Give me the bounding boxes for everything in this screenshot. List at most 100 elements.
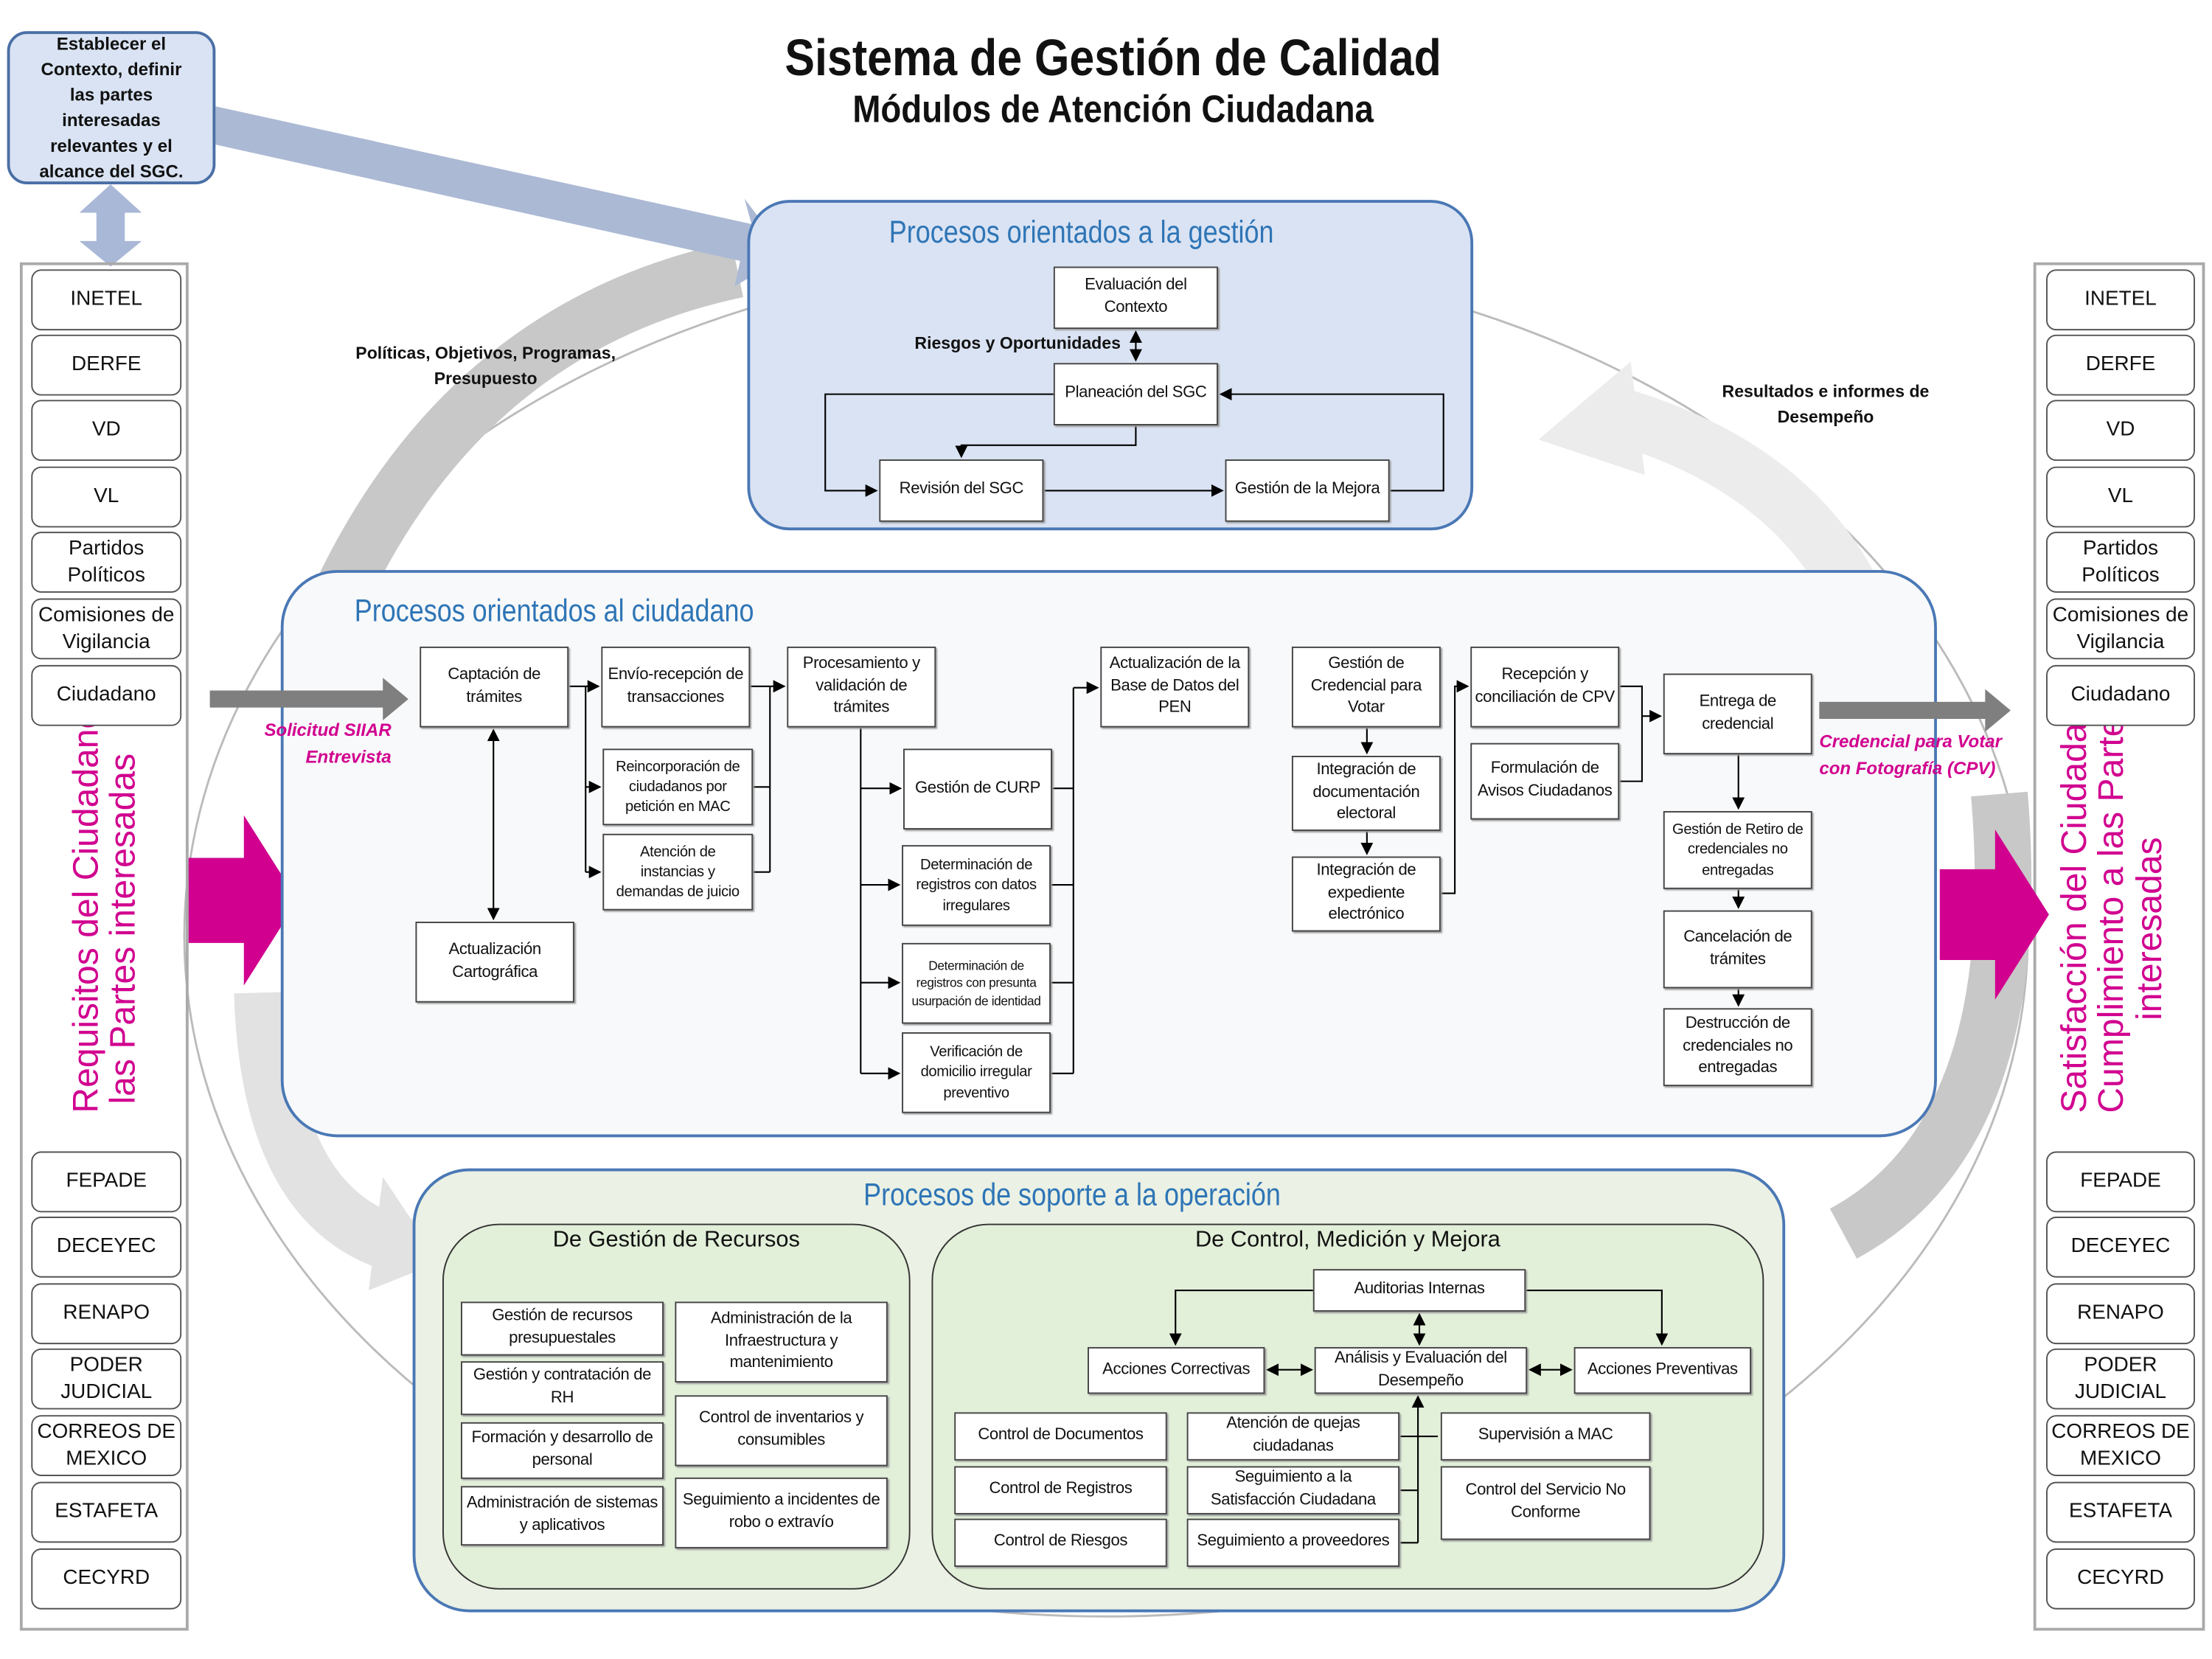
stakeholder-left: Ciudadano [31,664,182,726]
stakeholder-left: INETEL [31,269,182,331]
context-box: Establecer el Contexto, definir las part… [7,31,216,185]
gestion-title: Procesos orientados a la gestión [888,214,1274,250]
stakeholder-left: ESTAFETA [31,1481,182,1543]
gestion-process-box: Evaluación del Contexto [1053,266,1218,330]
double-arrow-icon [79,184,142,267]
ciudadano-process-box: Gestión de Retiro de credenciales no ent… [1663,811,1812,889]
resultados-label: Resultados e informes de Desempeño [1722,381,1930,427]
stakeholder-right: FEPADE [2046,1151,2195,1213]
ciudadano-process-box: Determinación de registros con presunta … [902,942,1051,1024]
control-process-box: Seguimiento a la Satisfacción Ciudadana [1186,1466,1400,1514]
ciudadano-process-box: Cancelación de trámites [1663,910,1812,989]
connector-arrow [1219,388,1444,492]
recursos-process-box: Gestión de recursos presupuestales [461,1301,664,1356]
ciudadano-process-box: Integración de expediente electrónico [1291,856,1441,932]
stakeholder-right: RENAPO [2046,1283,2195,1345]
stakeholder-right: CORREOS DE MEXICO [2046,1415,2195,1476]
ciudadano-process-box: Captación de trámites [420,646,569,728]
control-process-box: Seguimiento a proveedores [1186,1518,1400,1568]
ciudadano-process-box: Procesamiento y validación de trámites [787,646,936,728]
stakeholder-left: Comisiones de Vigilancia [31,598,182,660]
control-title: De Control, Medición y Mejora [1194,1228,1500,1253]
ciudadano-process-box: Gestión de CURP [903,748,1052,830]
ciudadano-process-box: Destrucción de credenciales no entregada… [1663,1008,1812,1087]
page-title: Sistema de Gestión de Calidad [785,28,1441,87]
control-process-box: Atención de quejas ciudadanas [1186,1412,1400,1461]
left-stakeholders-panel [19,262,189,1631]
stakeholder-right: DERFE [2046,334,2195,396]
control-process-box: Análisis y Evaluación del Desempeño [1314,1346,1528,1394]
ciudadano-process-box: Recepción y conciliación de CPV [1470,646,1620,728]
politicas-label: Políticas, Objetivos, Programas, Presupu… [355,343,616,389]
stakeholder-left: VD [31,400,182,462]
control-process-box: Control del Servicio No Conforme [1440,1466,1651,1540]
soporte-title: Procesos de soporte a la operación [863,1177,1281,1213]
input-flow-arrow [209,678,408,720]
output-arrow [1939,830,2049,1000]
ciudadano-process-box: Determinación de registros con datos irr… [902,845,1051,926]
control-process-box: Auditorias Internas [1312,1269,1526,1312]
control-process-box: Control de Documentos [954,1412,1167,1461]
input-arrow [188,815,298,986]
stakeholder-right: PODER JUDICIAL [2046,1348,2195,1410]
stakeholder-right: CECYRD [2046,1548,2195,1610]
stakeholder-right: DECEYEC [2046,1217,2195,1278]
stakeholder-right: ESTAFETA [2046,1481,2195,1543]
cycle-arrow-left-top [314,241,743,608]
gestion-process-box: Gestión de la Mejora [1225,459,1390,522]
output-flow-arrow [1819,689,2011,732]
ciudadano-title: Procesos orientados al ciudadano [354,592,754,628]
recursos-process-box: Administración de sistemas y aplicativos [461,1486,664,1546]
connector-arrow [1619,685,1644,782]
gestion-process-box: Revisión del SGC [879,459,1044,522]
connector-arrow [1526,1289,1669,1346]
stakeholder-left: Partidos Políticos [31,532,182,593]
connector-arrow [955,425,1137,459]
stakeholder-right: Ciudadano [2046,664,2195,726]
stakeholder-left: DERFE [31,334,182,396]
stakeholder-right: Comisiones de Vigilancia [2046,598,2195,660]
gestion-process-box: Planeación del SGC [1053,363,1218,425]
recursos-process-box: Control de inventarios y consumibles [675,1395,888,1467]
page-subtitle: Módulos de Atención Ciudadana [852,88,1374,131]
stakeholder-right: VD [2046,400,2195,462]
recursos-process-box: Administración de la Infraestructura y m… [675,1301,888,1383]
stakeholder-right: VL [2046,466,2195,528]
control-process-box: Supervisión a MAC [1440,1412,1651,1461]
ciudadano-process-box: Gestión de Credencial para Votar [1291,646,1441,728]
connector-arrow [824,393,1054,497]
control-process-box: Acciones Correctivas [1088,1346,1265,1394]
stakeholder-left: PODER JUDICIAL [31,1348,182,1410]
ciudadano-process-box: Atención de instancias y demandas de jui… [602,833,754,911]
ciudadano-process-box: Actualización de la Base de Datos del PE… [1100,646,1250,728]
connector-arrow [1169,1289,1313,1346]
cycle-arrow-left-bottom [234,991,418,1276]
control-process-box: Control de Riesgos [954,1518,1167,1568]
ciudadano-process-box: Formulación de Avisos Ciudadanos [1470,742,1620,820]
stakeholder-right: Partidos Políticos [2046,532,2195,593]
stakeholder-left: DECEYEC [31,1217,182,1278]
recursos-process-box: Gestión y contratación de RH [461,1361,664,1416]
stakeholder-left: CECYRD [31,1548,182,1610]
context-arrow [215,106,787,287]
ciudadano-process-box: Verificación de domicilio irregular prev… [902,1032,1051,1113]
recursos-title: De Gestión de Recursos [552,1228,800,1253]
stakeholder-left: RENAPO [31,1283,182,1345]
ciudadano-process-box: Integración de documentación electoral [1291,756,1441,831]
stakeholder-left: CORREOS DE MEXICO [31,1415,182,1476]
stakeholder-left: VL [31,466,182,528]
stakeholder-left: FEPADE [31,1151,182,1213]
stakeholder-right: INETEL [2046,269,2195,331]
control-process-box: Control de Registros [954,1466,1167,1514]
ciudadano-process-box: Entrega de credencial [1663,673,1812,755]
recursos-process-box: Seguimiento a incidentes de robo o extra… [675,1477,888,1549]
control-process-box: Acciones Preventivas [1573,1346,1752,1394]
recursos-process-box: Formación y desarrollo de personal [461,1422,664,1479]
right-stakeholders-panel [2033,262,2205,1631]
ciudadano-process-box: Actualización Cartográfica [415,922,574,1003]
